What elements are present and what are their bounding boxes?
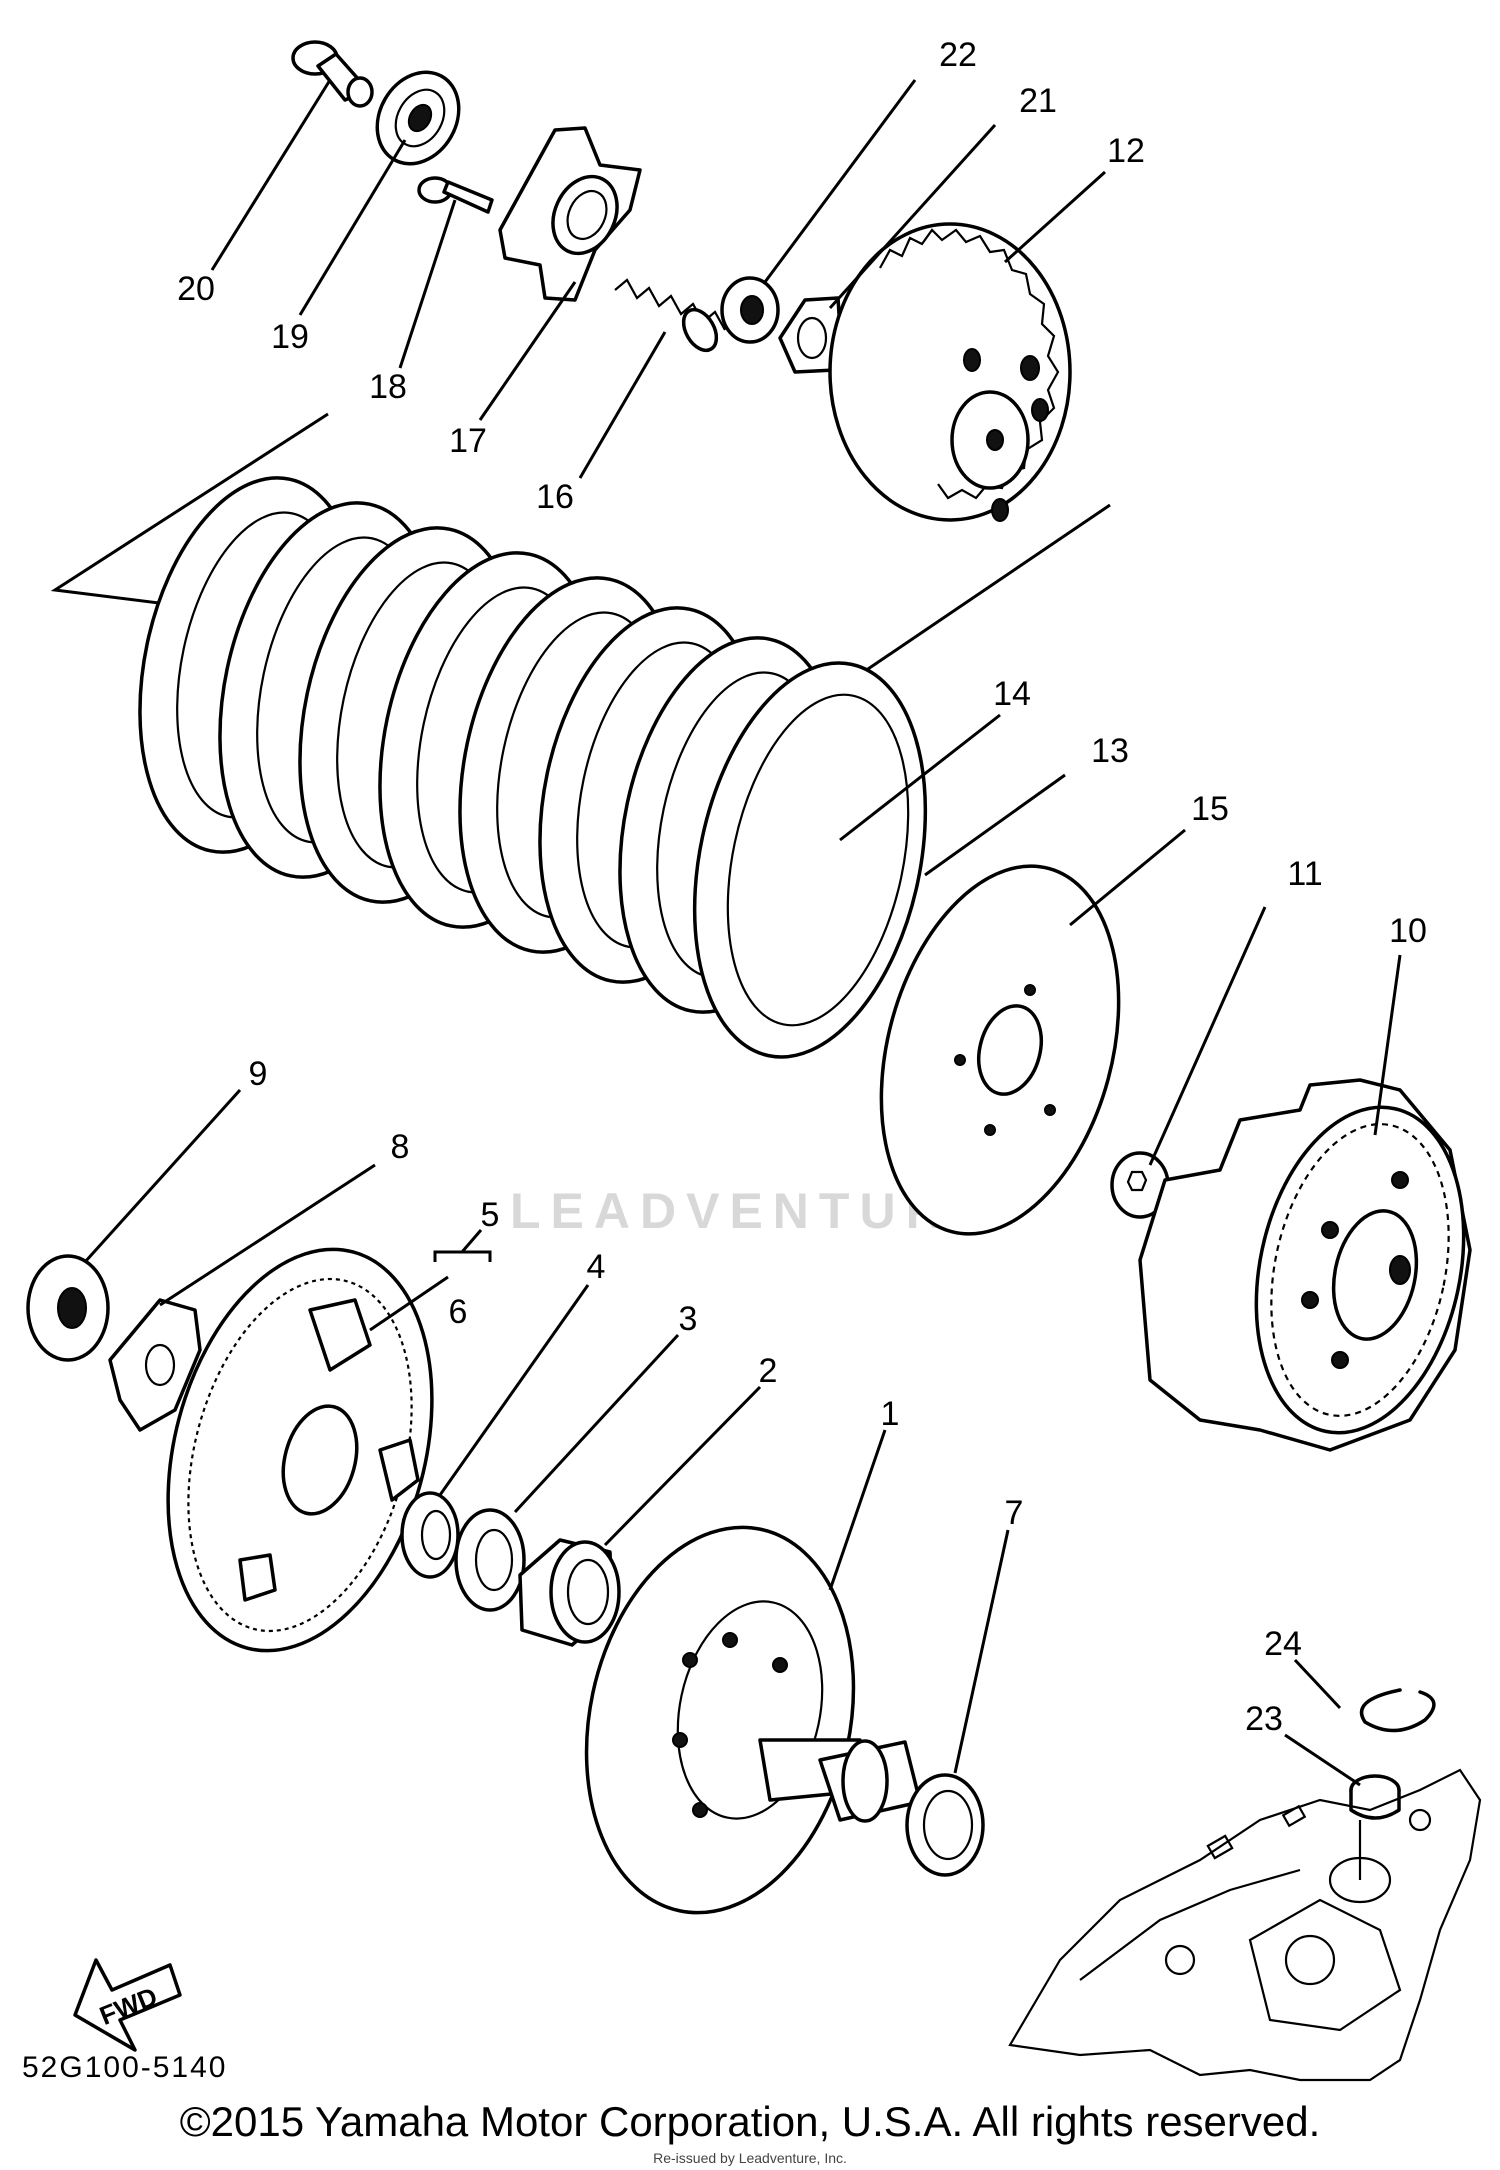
- label-17: 17: [449, 422, 487, 460]
- label-21: 21: [1019, 82, 1057, 120]
- part-7-washer: [905, 1773, 985, 1877]
- label-22: 22: [939, 36, 977, 74]
- part-23-plug: [1349, 1774, 1401, 1820]
- label-14: 14: [993, 675, 1031, 713]
- part-10-clutch-housing: [1138, 1078, 1472, 1452]
- label-20: 20: [177, 270, 215, 308]
- part-5-shoe-assembly: [166, 1247, 434, 1653]
- label-1: 1: [881, 1395, 900, 1433]
- part-20-pin: [291, 40, 374, 108]
- part-13-friction-plate: [692, 661, 928, 1059]
- part-1-primary-driven: [584, 1525, 922, 1915]
- part-18-bolt: [417, 176, 494, 214]
- label-7: 7: [1005, 1494, 1024, 1532]
- part-22-nut: [720, 276, 780, 344]
- label-16: 16: [536, 478, 574, 516]
- label-3: 3: [679, 1300, 698, 1338]
- label-8: 8: [391, 1128, 410, 1166]
- crankcase-fragment: [1008, 1768, 1482, 2082]
- diagram-code: 52G100-5140: [22, 2051, 228, 2084]
- label-4: 4: [587, 1248, 606, 1286]
- part-labels: 22 21 12 20 19 18 17 16 14 13 15 11 10 9…: [177, 36, 1427, 1738]
- leader-lines: [83, 79, 1402, 1787]
- reissue-note: Re-issued by Leadventure, Inc.: [653, 2150, 847, 2166]
- label-19: 19: [271, 318, 309, 356]
- part-4-washer: [400, 1491, 460, 1579]
- label-11: 11: [1287, 855, 1322, 893]
- label-23: 23: [1245, 1700, 1283, 1738]
- label-10: 10: [1389, 912, 1427, 950]
- copyright-notice: ©2015 Yamaha Motor Corporation, U.S.A. A…: [179, 2098, 1321, 2145]
- fwd-arrow-icon: FWD: [73, 1958, 182, 2052]
- part-3-one-way-clutch: [454, 1508, 526, 1612]
- label-2: 2: [759, 1352, 778, 1390]
- part-9-washer: [26, 1254, 110, 1362]
- label-6: 6: [449, 1293, 468, 1331]
- label-13: 13: [1091, 732, 1129, 770]
- label-12: 12: [1107, 132, 1145, 170]
- part-17-pressure-plate: [498, 126, 642, 302]
- label-18: 18: [369, 368, 407, 406]
- part-12-clutch-boss: [828, 222, 1072, 522]
- label-24: 24: [1264, 1625, 1302, 1663]
- part-24-circlip: [1359, 1688, 1436, 1733]
- label-5: 5: [481, 1196, 500, 1234]
- part-15-disc: [879, 864, 1121, 1236]
- label-9: 9: [249, 1055, 268, 1093]
- part-16-spring: [614, 278, 726, 353]
- label-15: 15: [1191, 790, 1229, 828]
- part-2-bearing: [518, 1538, 621, 1647]
- part-19-bearing: [375, 70, 461, 166]
